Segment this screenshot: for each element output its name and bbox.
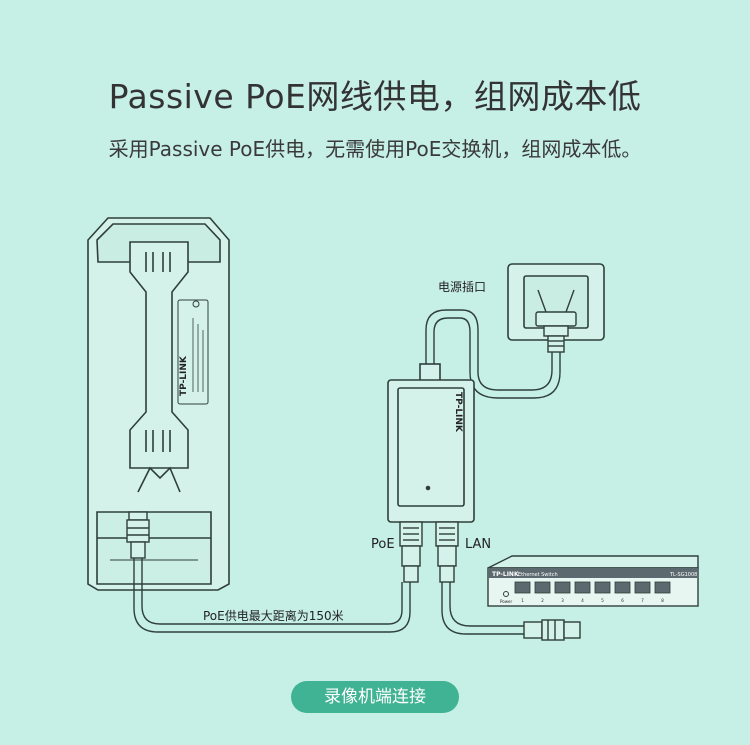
switch-port-number: 2 <box>541 598 544 603</box>
cpe-brand-label: TP-LINK <box>179 355 189 396</box>
poe-port-connector <box>399 521 423 583</box>
power-plug <box>535 289 577 353</box>
poe-injector <box>387 363 475 523</box>
poe-cable <box>133 558 411 633</box>
switch-brand-label: TP-LINK <box>492 571 519 578</box>
switch-port-number: 6 <box>621 598 624 603</box>
switch-power-label: Power <box>500 599 512 604</box>
switch-port-number: 5 <box>601 598 604 603</box>
switch-name-label: Ethernet Switch <box>518 572 558 578</box>
switch-port-number: 7 <box>641 598 644 603</box>
switch-port <box>554 581 571 594</box>
lan-cable <box>441 582 526 635</box>
outdoor-cpe-device <box>87 217 230 591</box>
switch-port <box>634 581 651 594</box>
switch-port-number: 4 <box>581 598 584 603</box>
switch-model-label: TL-SG1008 <box>669 572 697 578</box>
page-subtitle: 采用Passive PoE供电，无需使用PoE交换机，组网成本低。 <box>108 137 642 161</box>
nvr-connection-button[interactable]: 录像机端连接 <box>291 681 459 713</box>
power-cable <box>425 309 561 399</box>
page-title: Passive PoE网线供电，组网成本低 <box>108 77 642 116</box>
switch-port-number: 8 <box>661 598 664 603</box>
switch-port-number: 3 <box>561 598 564 603</box>
lan-port-connector <box>435 521 459 583</box>
switch-port <box>594 581 611 594</box>
switch-port <box>534 581 551 594</box>
switch-port-number: 1 <box>521 598 524 603</box>
switch-port <box>614 581 631 594</box>
switch-port <box>514 581 531 594</box>
distance-label: PoE供电最大距离为150米 <box>203 608 344 623</box>
poe-port-label: PoE <box>371 537 395 552</box>
outlet-label: 电源插口 <box>438 280 486 294</box>
cpe-rj45-connector <box>126 511 150 559</box>
cpe-label-text-lines <box>192 318 204 392</box>
ethernet-switch <box>487 555 699 607</box>
lan-port-label: LAN <box>465 537 491 552</box>
lan-cable-rj45-plug <box>523 619 581 641</box>
switch-port <box>654 581 671 594</box>
switch-port <box>574 581 591 594</box>
injector-brand-label: TP-LINK <box>453 392 463 433</box>
switch-ports: 1 2 3 4 5 6 7 8 <box>514 581 671 603</box>
